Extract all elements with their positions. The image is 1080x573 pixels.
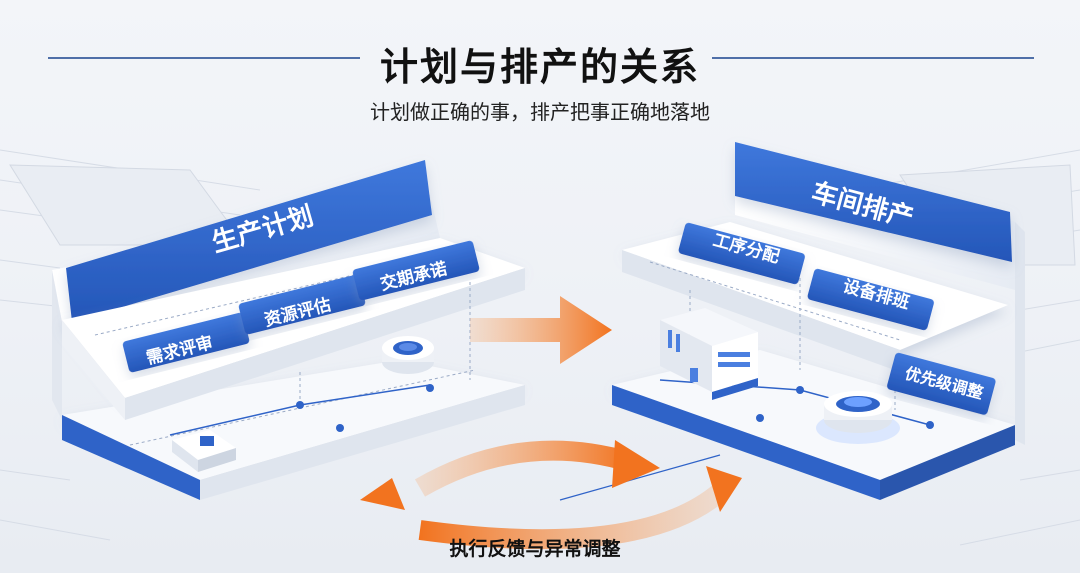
left-button-device (382, 336, 434, 374)
left-tag-2 (238, 274, 366, 335)
right-tag-3 (887, 352, 996, 415)
right-tag-1 (678, 222, 805, 285)
left-tag-3 (352, 240, 480, 301)
forward-arrow (470, 296, 612, 364)
left-base-edge (62, 415, 200, 500)
left-block-device (172, 430, 236, 472)
left-tag-1 (122, 312, 250, 373)
right-server-box (660, 308, 758, 400)
title-rule-left (48, 57, 360, 59)
page-title: 计划与排产的关系 (379, 45, 700, 89)
right-banner (735, 142, 1012, 262)
title-rule-right (712, 57, 1034, 59)
left-banner (66, 160, 432, 322)
feedback-loop-label: 执行反馈与异常调整 (449, 538, 621, 560)
feedback-loop-arrows (360, 440, 742, 550)
right-tag-2 (807, 268, 934, 331)
page-subtitle: 计划做正确的事，排产把事正确地落地 (370, 100, 710, 124)
right-base-edge (612, 385, 880, 500)
right-button-device (816, 391, 900, 444)
